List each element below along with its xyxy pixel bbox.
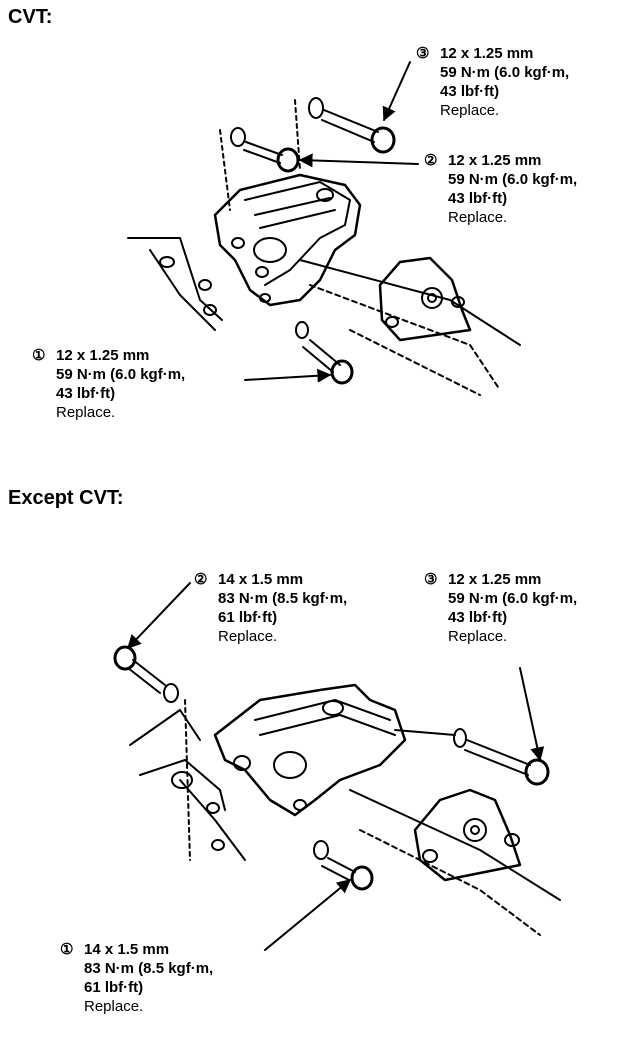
replace-note: Replace. (448, 209, 508, 226)
replace-note: Replace. (84, 998, 144, 1015)
replace-note: Replace. (218, 628, 278, 645)
torque-line-1: 83 N·m (8.5 kgf·m, (84, 960, 214, 977)
bolt-size: 14 x 1.5 mm (218, 571, 304, 588)
callout-marker: ① (60, 941, 74, 958)
cvt-mount-drawing (127, 61, 521, 396)
torque-line-1: 83 N·m (8.5 kgf·m, (218, 590, 348, 607)
callout-except-cvt-2: ② 14 x 1.5 mm 83 N·m (8.5 kgf·m, 61 lbf·… (194, 570, 347, 646)
bolt-size: 12 x 1.25 mm (448, 152, 542, 169)
section-heading-cvt: CVT: (8, 6, 53, 28)
replace-note: Replace. (56, 404, 116, 421)
torque-line-1: 59 N·m (6.0 kgf·m, (56, 366, 186, 383)
torque-line-1: 59 N·m (6.0 kgf·m, (448, 590, 578, 607)
callout-marker: ② (194, 571, 208, 588)
replace-note: Replace. (440, 102, 500, 119)
bolt-size: 14 x 1.5 mm (84, 941, 170, 958)
torque-line-1: 59 N·m (6.0 kgf·m, (448, 171, 578, 188)
callout-cvt-1: ① 12 x 1.25 mm 59 N·m (6.0 kgf·m, 43 lbf… (32, 346, 185, 422)
callout-marker: ① (32, 347, 46, 364)
callout-marker: ③ (424, 571, 438, 588)
torque-line-2: 43 lbf·ft) (448, 609, 508, 626)
callout-marker: ③ (416, 45, 430, 62)
torque-line-2: 43 lbf·ft) (440, 83, 500, 100)
replace-note: Replace. (448, 628, 508, 645)
section-heading-except-cvt: Except CVT: (8, 487, 124, 509)
bolt-size: 12 x 1.25 mm (448, 571, 542, 588)
torque-line-1: 59 N·m (6.0 kgf·m, (440, 64, 570, 81)
bolt-size: 12 x 1.25 mm (56, 347, 150, 364)
torque-line-2: 61 lbf·ft) (84, 979, 144, 996)
except-cvt-mount-drawing (113, 582, 561, 951)
callout-marker: ② (424, 152, 438, 169)
callout-cvt-3: ③ 12 x 1.25 mm 59 N·m (6.0 kgf·m, 43 lbf… (416, 44, 569, 120)
callout-except-cvt-3: ③ 12 x 1.25 mm 59 N·m (6.0 kgf·m, 43 lbf… (424, 570, 577, 646)
callout-except-cvt-1: ① 14 x 1.5 mm 83 N·m (8.5 kgf·m, 61 lbf·… (60, 940, 213, 1016)
bolt-size: 12 x 1.25 mm (440, 45, 534, 62)
callout-cvt-2: ② 12 x 1.25 mm 59 N·m (6.0 kgf·m, 43 lbf… (424, 151, 577, 227)
torque-line-2: 43 lbf·ft) (56, 385, 116, 402)
torque-line-2: 43 lbf·ft) (448, 190, 508, 207)
torque-line-2: 61 lbf·ft) (218, 609, 278, 626)
